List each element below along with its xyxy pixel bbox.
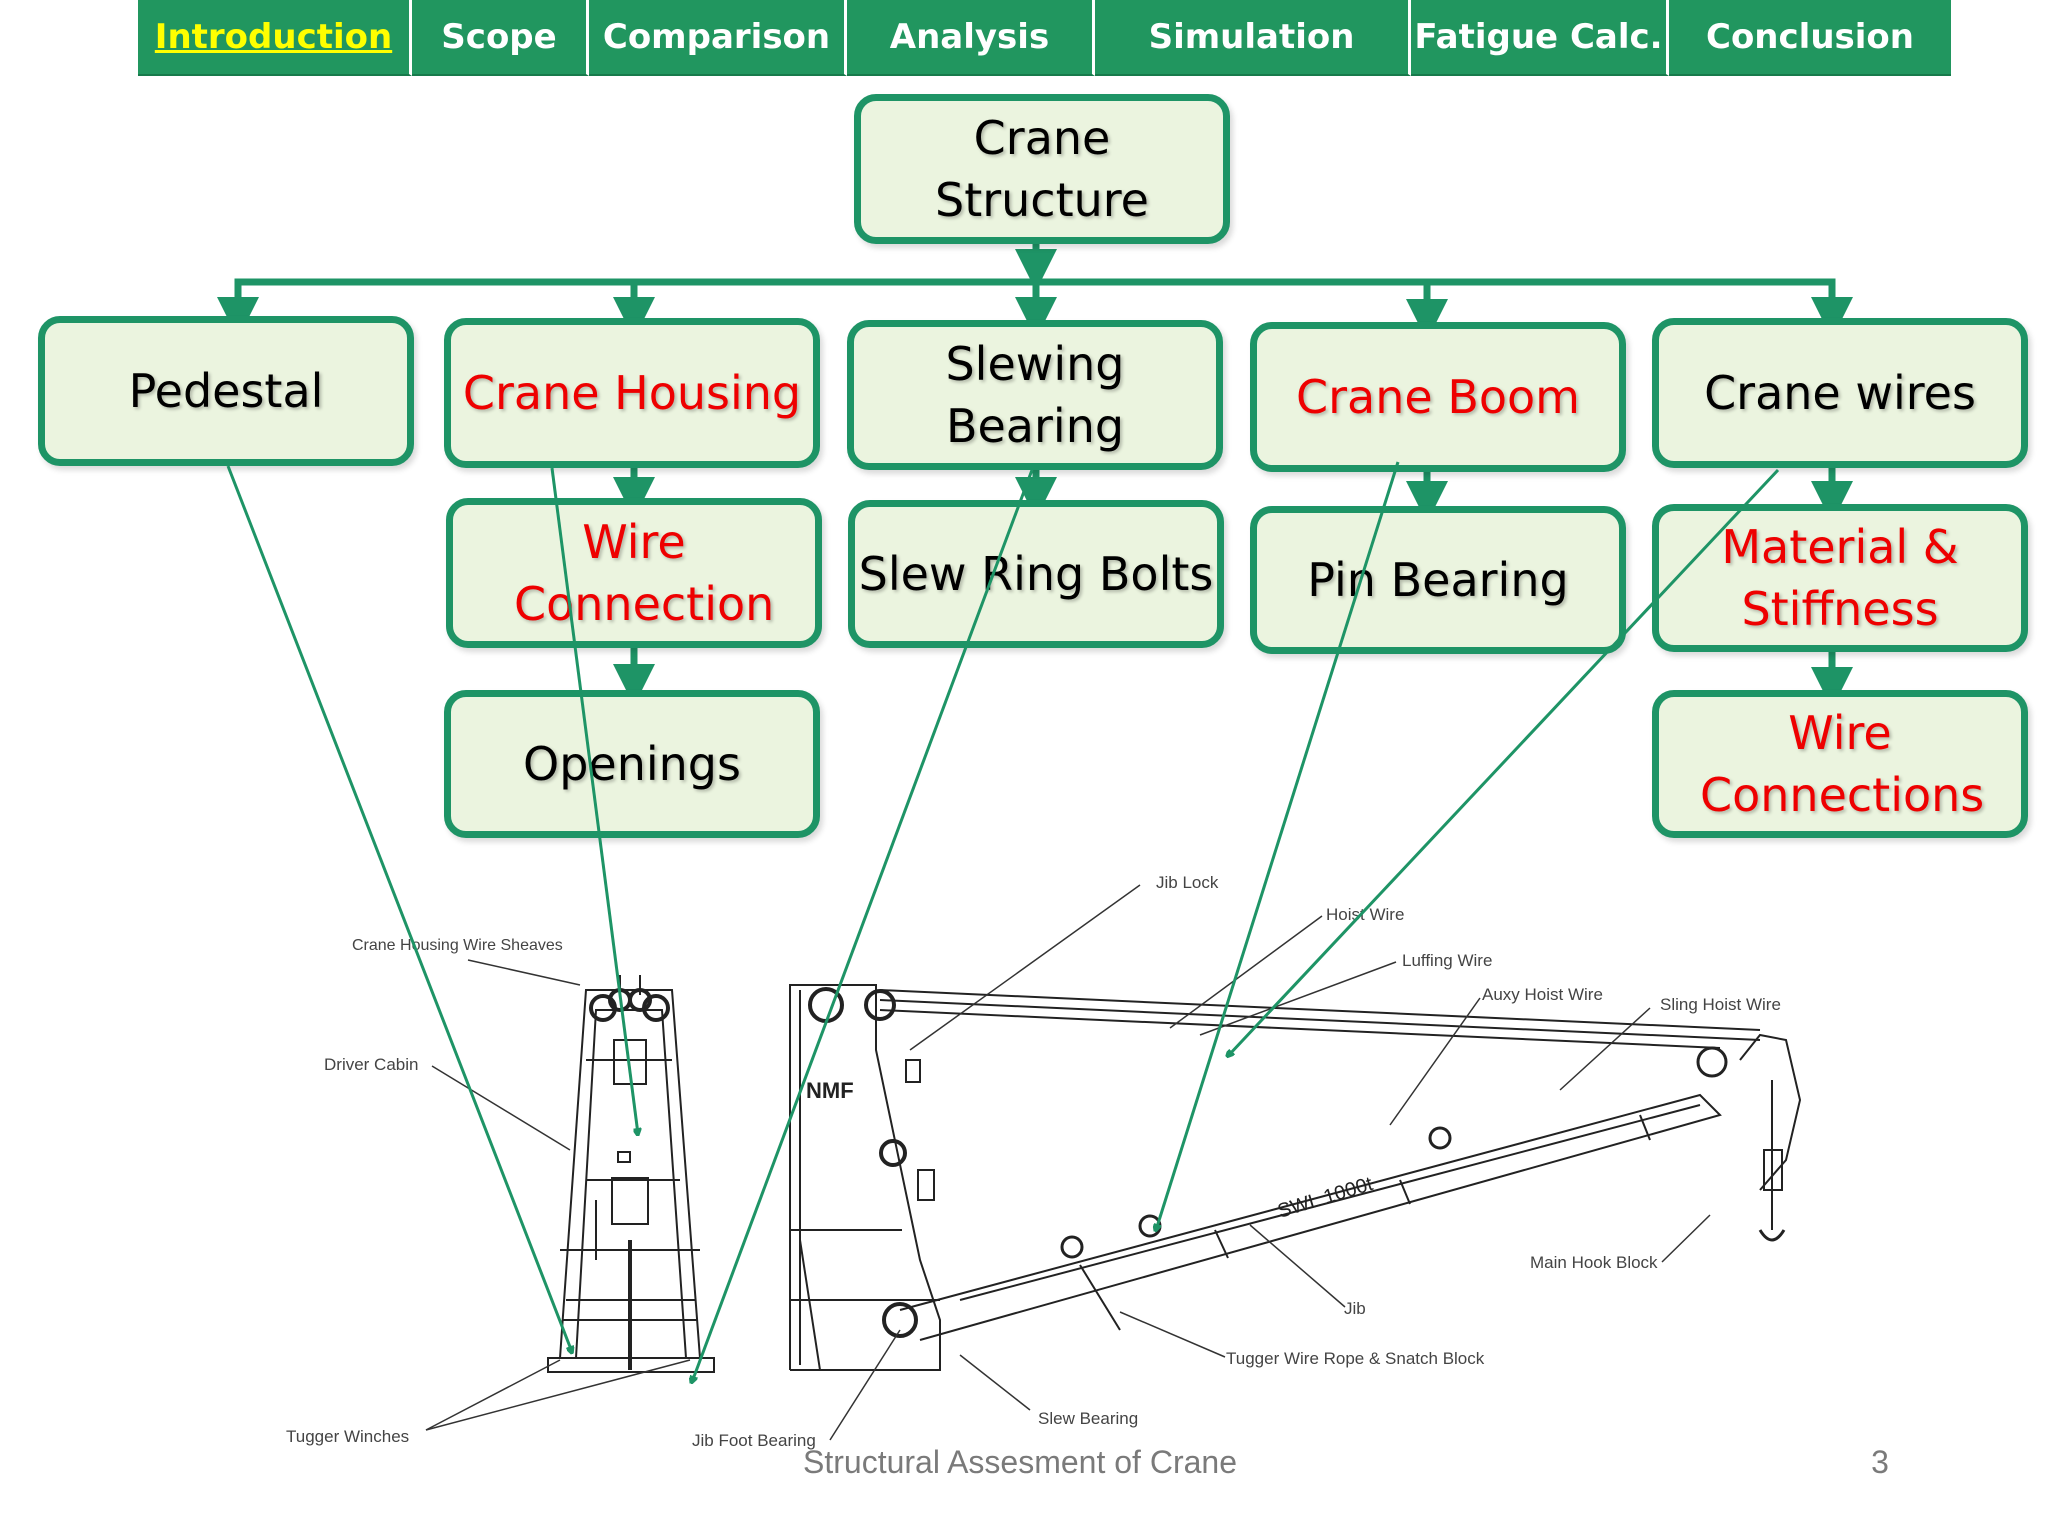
nav-tab-analysis[interactable]: Analysis <box>847 0 1095 76</box>
node-slewing-bearing: Slewing Bearing <box>847 320 1223 470</box>
nav-tab-introduction[interactable]: Introduction <box>138 0 412 76</box>
node-wire-connection: Wire Connection <box>446 498 822 648</box>
label-jib: Jib <box>1344 1299 1366 1318</box>
label-tugger-winches: Tugger Winches <box>286 1427 409 1446</box>
crane-front-view <box>547 975 715 1373</box>
page-number: 3 <box>1871 1444 1889 1480</box>
label-slew-bearing: Slew Bearing <box>1038 1409 1138 1428</box>
node-material-stiffness: Material & Stiffness <box>1652 504 2028 652</box>
node-crane-structure: Crane Structure <box>854 94 1230 244</box>
nav-tab-scope[interactable]: Scope <box>412 0 589 76</box>
node-wire-connections: Wire Connections <box>1652 690 2028 838</box>
label-tugger-wire-rope: Tugger Wire Rope & Snatch Block <box>1226 1349 1485 1368</box>
nav-tab-conclusion[interactable]: Conclusion <box>1669 0 1951 76</box>
node-crane-housing: Crane Housing <box>444 318 820 468</box>
node-pedestal: Pedestal <box>38 316 414 466</box>
node-openings: Openings <box>444 690 820 838</box>
label-jib-foot-bearing: Jib Foot Bearing <box>692 1431 816 1450</box>
nav-tab-comparison[interactable]: Comparison <box>589 0 847 76</box>
label-crane-housing-wire-sheaves: Crane Housing Wire Sheaves <box>352 937 563 954</box>
housing-logo: NMF <box>806 1078 854 1103</box>
label-driver-cabin: Driver Cabin <box>324 1055 418 1074</box>
label-sling-hoist-wire: Sling Hoist Wire <box>1660 995 1781 1014</box>
label-main-hook-block: Main Hook Block <box>1530 1253 1658 1272</box>
node-slew-ring-bolts: Slew Ring Bolts <box>848 500 1224 648</box>
label-luffing-wire: Luffing Wire <box>1402 951 1492 970</box>
nav-tab-simulation[interactable]: Simulation <box>1095 0 1411 76</box>
label-aux-hoist-wire: Auxy Hoist Wire <box>1482 985 1603 1004</box>
label-hoist-wire: Hoist Wire <box>1326 905 1404 924</box>
node-crane-wires: Crane wires <box>1652 318 2028 468</box>
crane-side-view <box>789 984 1802 1371</box>
footer-title: Structural Assesment of Crane <box>803 1444 1237 1480</box>
node-crane-boom: Crane Boom <box>1250 322 1626 472</box>
nav-tab-fatigue-calc[interactable]: Fatigue Calc. <box>1411 0 1669 76</box>
label-jib-lock: Jib Lock <box>1156 873 1219 892</box>
node-pin-bearing: Pin Bearing <box>1250 506 1626 654</box>
